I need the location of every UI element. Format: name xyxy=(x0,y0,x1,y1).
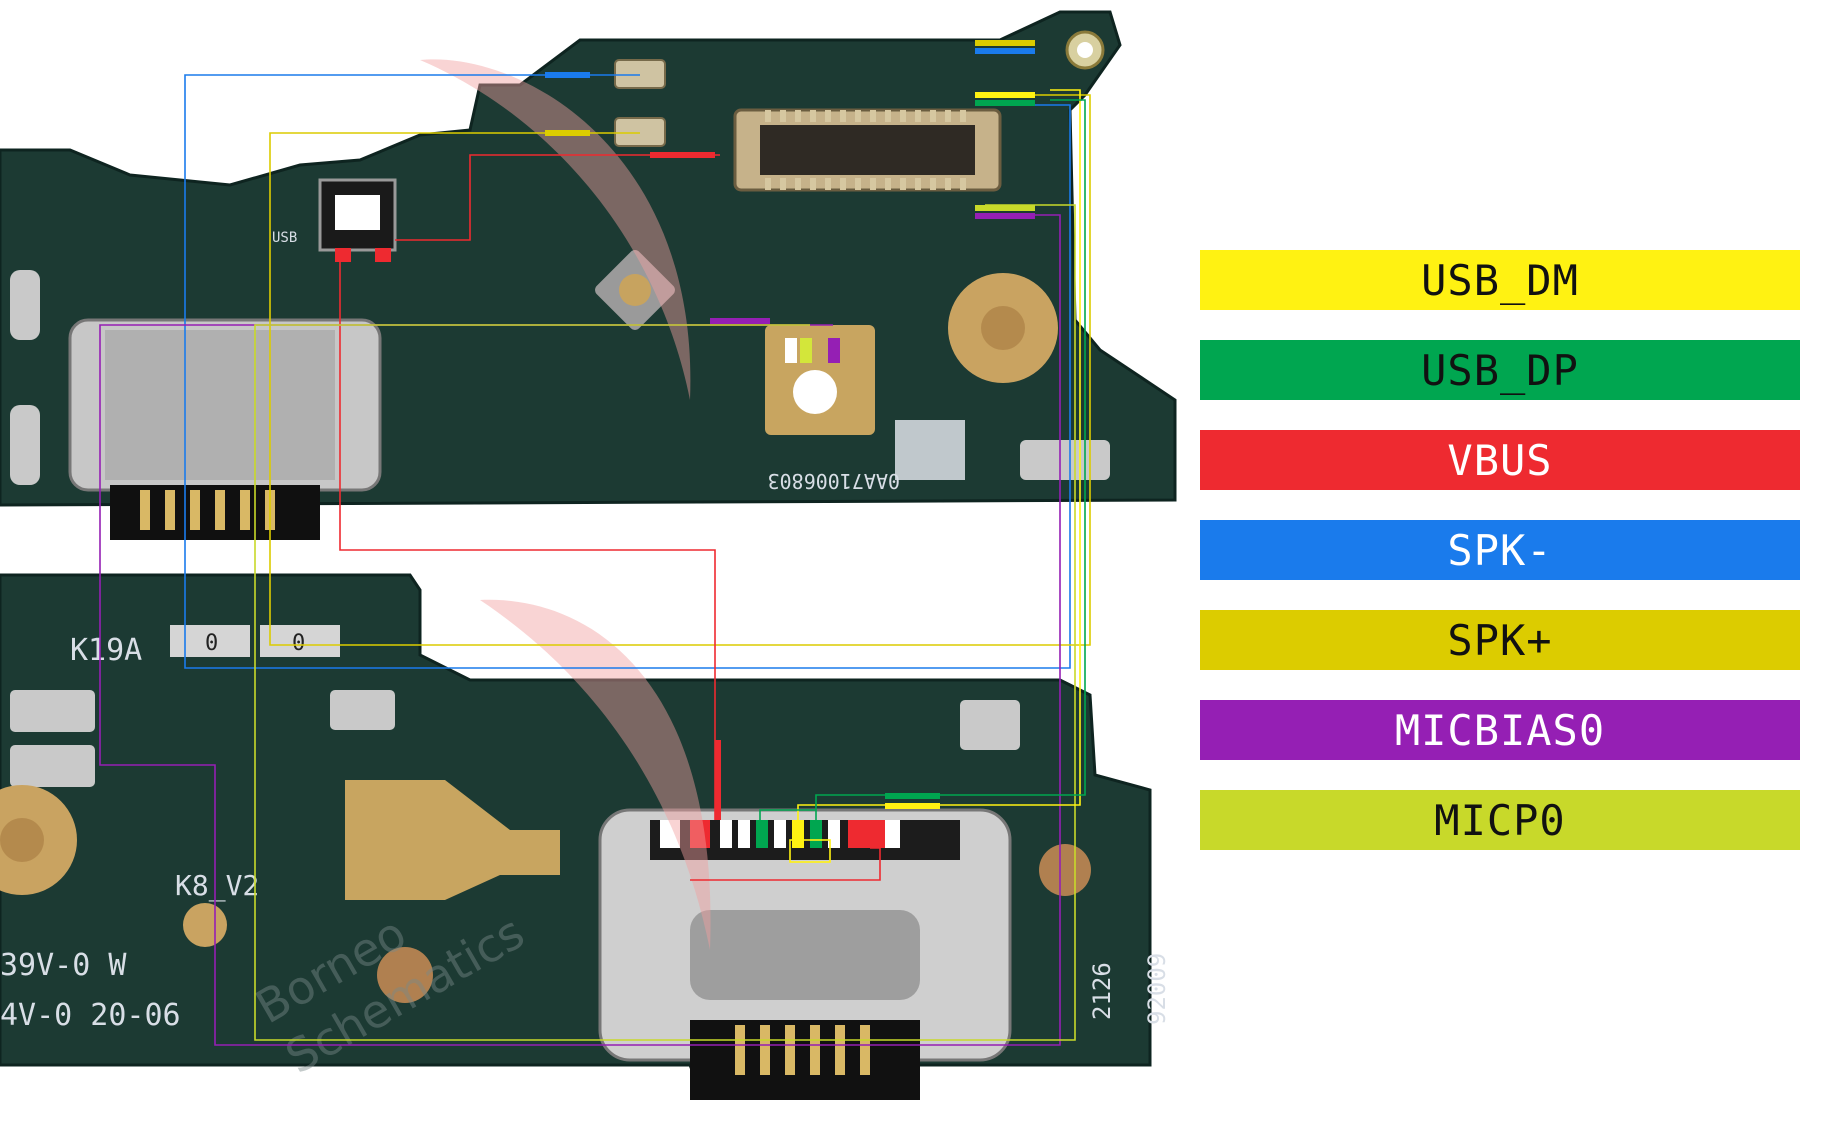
silk-92009: 92009 xyxy=(1143,953,1171,1025)
silk-2126: 2126 xyxy=(1088,962,1116,1020)
top-usb-connector xyxy=(68,318,382,540)
silk-4v: 4V-0 20-06 xyxy=(0,998,181,1033)
spk-contact-2 xyxy=(614,117,666,147)
legend-spk-plus: SPK+ xyxy=(1200,610,1800,670)
usb-tag-text: USB xyxy=(272,230,297,246)
qr-code xyxy=(895,420,965,480)
legend-usb-dm: USB_DM xyxy=(1200,250,1800,310)
silk-k8v2: K8_V2 xyxy=(175,869,259,903)
legend-label: SPK+ xyxy=(1447,615,1553,665)
legend-micp0: MICP0 xyxy=(1200,790,1800,850)
trace-tags xyxy=(335,40,1035,848)
legend-micbias0: MICBIAS0 xyxy=(1200,700,1800,760)
microphone-pad xyxy=(765,325,875,435)
legend-label: VBUS xyxy=(1447,435,1553,485)
silk-39v: 39V-0 W xyxy=(0,948,127,983)
legend-vbus: VBUS xyxy=(1200,430,1800,490)
legend-label: USB_DP xyxy=(1421,345,1579,395)
legend-label: MICP0 xyxy=(1434,795,1566,845)
btb-connector xyxy=(733,108,1002,192)
silk-k19a: K19A xyxy=(70,633,142,668)
zero-ohm-resistors: 0 0 xyxy=(170,625,340,657)
legend-spk-minus: SPK- xyxy=(1200,520,1800,580)
trace-lines xyxy=(99,74,1091,1046)
legend-label: SPK- xyxy=(1447,525,1553,575)
legend-label: MICBIAS0 xyxy=(1394,705,1606,755)
top-serial-text: 0AA71006803 xyxy=(768,469,900,493)
svg-text:0: 0 xyxy=(205,631,218,656)
legend-usb-dp: USB_DP xyxy=(1200,340,1800,400)
legend-label: USB_DM xyxy=(1421,255,1579,305)
spk-contact-1 xyxy=(614,59,666,89)
svg-text:0: 0 xyxy=(292,631,305,656)
pcb-diagram: 0AA71006803 USB 0 0 xyxy=(0,10,1177,1100)
bottom-usb-c-connector xyxy=(598,808,1012,1100)
